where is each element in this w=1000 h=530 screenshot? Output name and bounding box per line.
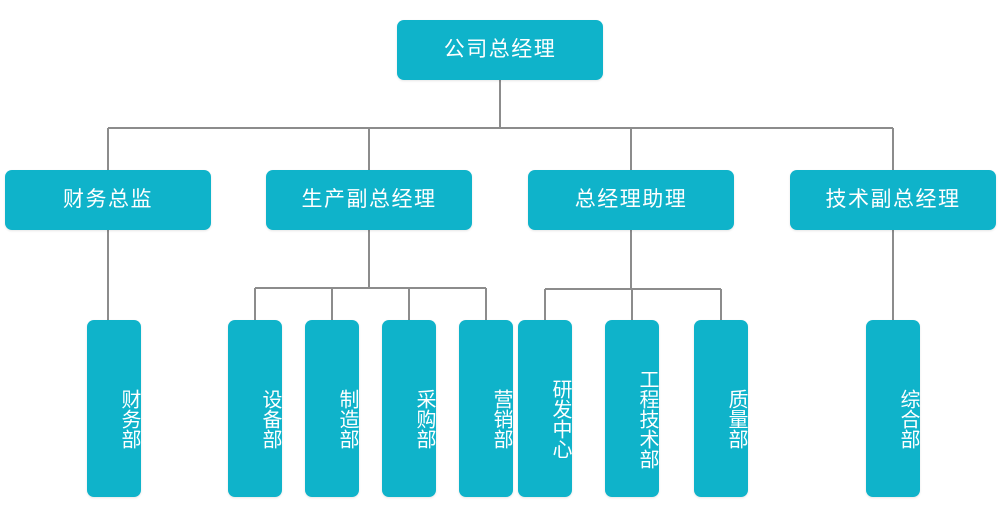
node-dept-quality-label: 质量部 — [725, 388, 747, 449]
node-vp-production[interactable]: 生产副总经理 — [266, 170, 472, 230]
node-dept-procurement-label: 采购部 — [413, 388, 435, 449]
node-gm[interactable]: 公司总经理 — [397, 20, 603, 80]
node-vp-technology-label: 技术副总经理 — [825, 188, 961, 211]
node-dept-engineering[interactable]: 工程技术部 — [605, 320, 659, 497]
node-vp-production-label: 生产副总经理 — [301, 188, 437, 211]
node-dept-quality[interactable]: 质量部 — [694, 320, 748, 497]
node-cfo-label: 财务总监 — [63, 188, 153, 211]
node-dept-equipment-label: 设备部 — [259, 388, 281, 449]
node-dept-general-affairs[interactable]: 综合部 — [866, 320, 920, 497]
node-cfo[interactable]: 财务总监 — [5, 170, 211, 230]
node-dept-manufacturing-label: 制造部 — [336, 388, 358, 449]
node-dept-general-affairs-label: 综合部 — [897, 388, 919, 449]
node-dept-finance[interactable]: 财务部 — [87, 320, 141, 497]
node-dept-manufacturing[interactable]: 制造部 — [305, 320, 359, 497]
node-dept-rd-center[interactable]: 研发中心 — [518, 320, 572, 497]
node-gm-label: 公司总经理 — [443, 38, 557, 61]
node-dept-engineering-label: 工程技术部 — [636, 368, 658, 469]
node-dept-rd-center-label: 研发中心 — [549, 378, 571, 459]
node-dept-procurement[interactable]: 采购部 — [382, 320, 436, 497]
node-dept-finance-label: 财务部 — [118, 388, 140, 449]
node-dept-equipment[interactable]: 设备部 — [228, 320, 282, 497]
node-dept-marketing[interactable]: 营销部 — [459, 320, 513, 497]
node-gm-assistant[interactable]: 总经理助理 — [528, 170, 734, 230]
node-vp-technology[interactable]: 技术副总经理 — [790, 170, 996, 230]
node-dept-marketing-label: 营销部 — [490, 388, 512, 449]
node-gm-assistant-label: 总经理助理 — [574, 188, 688, 211]
